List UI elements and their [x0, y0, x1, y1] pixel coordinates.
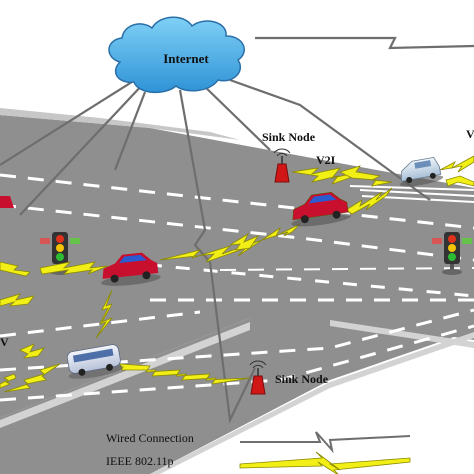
wired-link-left2: [19, 81, 146, 216]
lane-markings: [0, 173, 474, 402]
legend-wired-line: [240, 431, 411, 454]
wired-link-left: [0, 79, 136, 166]
wired-link-bus: [113, 91, 147, 171]
wired-link-top-right: [255, 36, 474, 50]
wireless-v2i-top: [291, 165, 393, 187]
sidewalk-right: [330, 320, 474, 348]
wireless-v2v-middle: [159, 223, 301, 263]
wireless-bus-sink: [119, 363, 251, 385]
sidewalk-bottom: [0, 322, 250, 428]
wireless-far-right: [439, 155, 474, 187]
sink-node-top: [273, 148, 291, 183]
wired-link-middle: [178, 89, 256, 424]
wireless-left-low: [19, 343, 46, 359]
sidewalk-top-left: [0, 108, 240, 140]
bus: [66, 344, 124, 379]
wireless-left-top: [0, 261, 109, 277]
wireless-bus-left: [0, 363, 61, 393]
van-right: [399, 156, 444, 187]
legend-wireless-label: IEEE 802.11p: [106, 454, 174, 468]
car-left: [100, 252, 161, 286]
traffic-light-right: [432, 232, 472, 275]
road-diagonal: [0, 268, 474, 474]
sink-node-top-label: Sink Node: [262, 130, 316, 144]
road-network: [0, 108, 474, 474]
v-label-left: V: [0, 335, 9, 349]
sink-node-bottom: [249, 360, 267, 395]
sink-node-bottom-label: Sink Node: [275, 372, 329, 386]
v2i-label: V2I: [316, 153, 336, 167]
legend-wireless-bolt: [239, 451, 411, 474]
wired-link-right: [229, 78, 431, 201]
car-far-left: [0, 196, 14, 208]
wireless-left-middle: [0, 293, 35, 307]
legend-wired-label: Wired Connection: [106, 431, 194, 445]
sidewalk-bottom-right: [150, 332, 474, 474]
wired-connections: [0, 36, 474, 424]
v-label-right: V: [466, 127, 474, 141]
internet-label: Internet: [163, 51, 209, 66]
internet-cloud: Internet: [108, 16, 245, 94]
wireless-v2v-right: [345, 187, 393, 215]
car-center: [291, 191, 351, 227]
legend: Wired Connection IEEE 802.11p: [106, 431, 411, 474]
wireless-car-bus: [95, 289, 114, 339]
wired-link-sink-top: [199, 81, 271, 151]
wireless-links: [0, 155, 474, 393]
